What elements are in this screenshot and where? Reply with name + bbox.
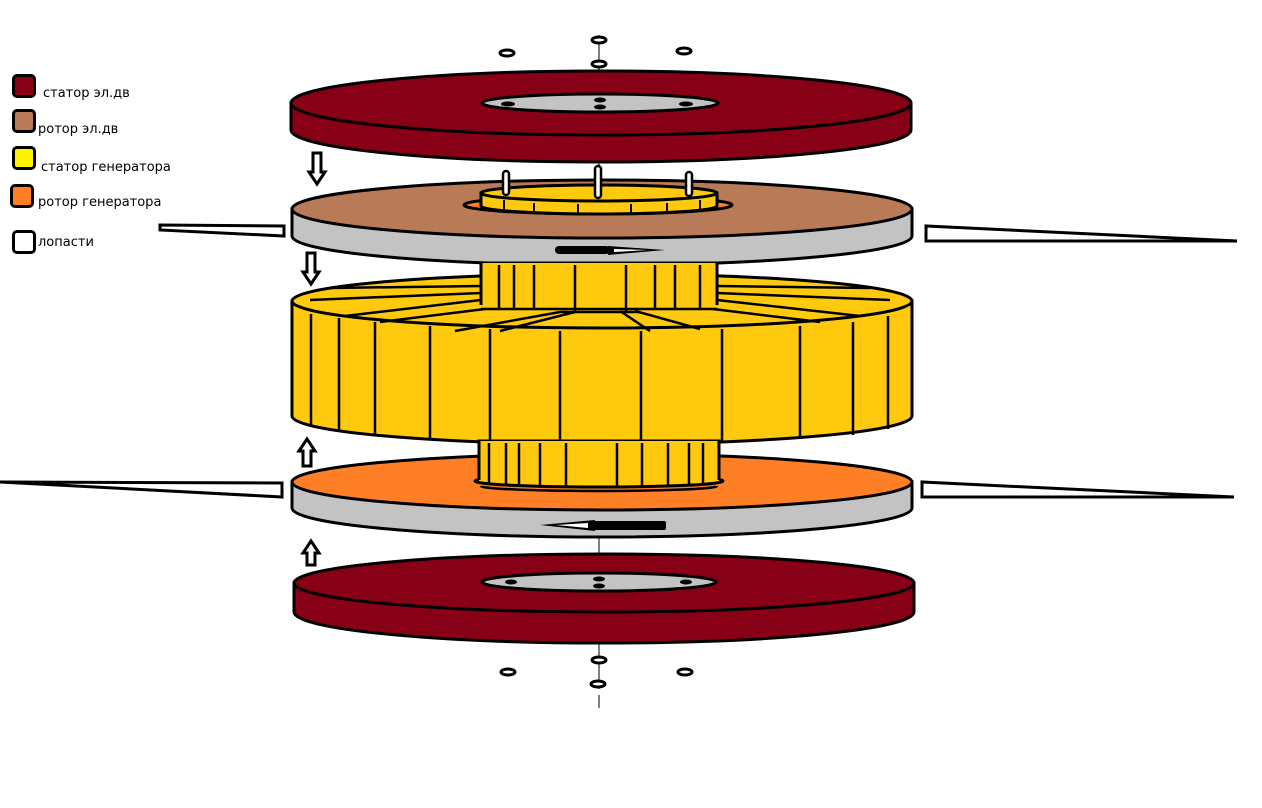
legend-label: лопасти: [38, 235, 94, 250]
legend-label: статор эл.дв: [43, 86, 130, 101]
assembly-arrow-down-1: [306, 151, 328, 187]
washer: [499, 667, 517, 677]
washer: [676, 667, 694, 677]
assembly-arrow-down-2: [300, 251, 322, 287]
assembly-arrow-up-2: [300, 538, 322, 567]
bottom-motor-stator: [292, 552, 916, 645]
legend-swatch: [12, 74, 36, 98]
assembly-arrow-up-1: [296, 436, 318, 468]
washer: [590, 59, 608, 69]
washer: [589, 679, 607, 689]
washer: [675, 46, 693, 56]
legend-swatch: [12, 230, 36, 254]
blade-bottom-right: [920, 480, 1235, 499]
bottom-fasteners: [499, 655, 694, 689]
washer: [590, 655, 608, 665]
legend-label: ротор генератора: [38, 195, 162, 210]
washer: [498, 48, 516, 58]
washer: [590, 35, 608, 45]
top-motor-stator: [289, 69, 913, 164]
blade-top-right: [924, 224, 1238, 243]
blade-bottom-left: [0, 480, 284, 499]
blade-top-left: [158, 223, 286, 238]
legend-label: статор генератора: [41, 160, 171, 175]
legend-swatch: [10, 184, 34, 208]
rotation-arrow-right: [555, 246, 665, 255]
rotation-arrow-left: [540, 520, 666, 531]
legend-swatch: [12, 146, 36, 170]
legend-label: ротор эл.дв: [38, 122, 119, 137]
bottom-generator-rotor: [290, 441, 914, 539]
legend-swatch: [12, 109, 36, 133]
top-fasteners: [498, 35, 693, 69]
top-motor-rotor: [290, 164, 914, 267]
